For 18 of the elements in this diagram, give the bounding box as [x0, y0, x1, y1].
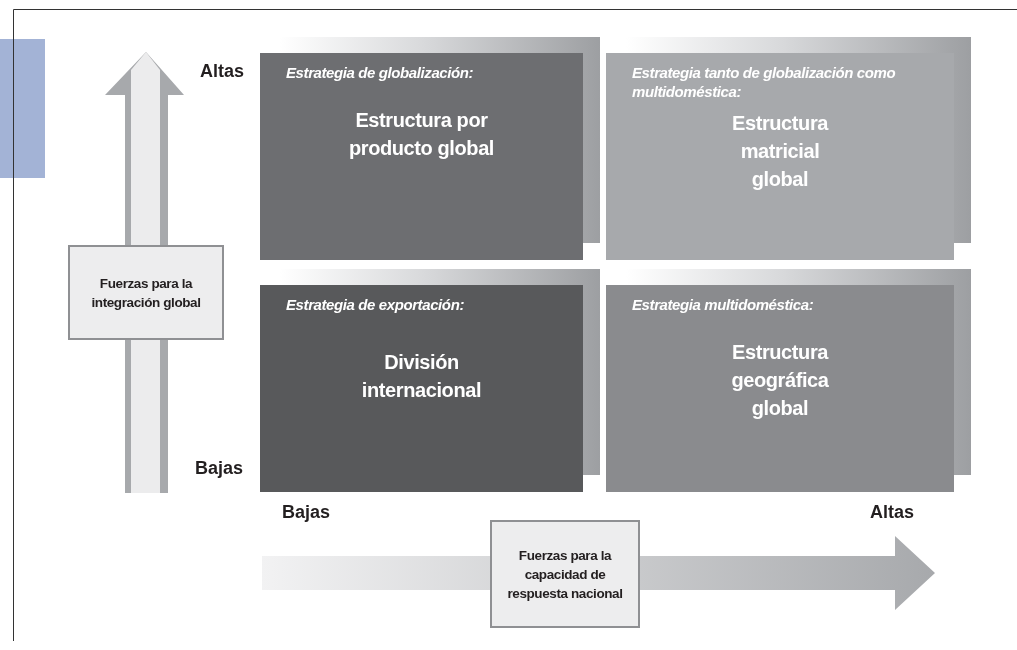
- strategy-box: [260, 53, 583, 260]
- strategy-box: [606, 53, 954, 260]
- structure-label: Estructura matricial global: [731, 111, 830, 192]
- axis-level-label: Bajas: [282, 502, 331, 523]
- axis-level-label: Altas: [200, 61, 244, 82]
- axis-level-label: Altas: [870, 502, 914, 523]
- strategy-box: [606, 285, 954, 492]
- strategy-heading: Estrategia tanto de globalización como multidoméstica:: [632, 63, 897, 101]
- strategy-heading: Estrategia multidoméstica:: [632, 295, 815, 314]
- axis-label-box: Fuerzas para la capacidad de respuesta nacional: [490, 520, 640, 628]
- strategy-heading: Estrategia de globalización:: [286, 63, 475, 82]
- structure-label: División internacional: [360, 350, 483, 403]
- axis-label-box: Fuerzas para la integración global: [68, 245, 224, 340]
- structure-label: Estructura geográfica global: [730, 340, 830, 421]
- structure-label: Estructura por producto global: [347, 108, 496, 161]
- axis-level-label: Bajas: [195, 458, 244, 479]
- strategy-box: [260, 285, 583, 492]
- strategy-heading: Estrategia de exportación:: [286, 295, 465, 314]
